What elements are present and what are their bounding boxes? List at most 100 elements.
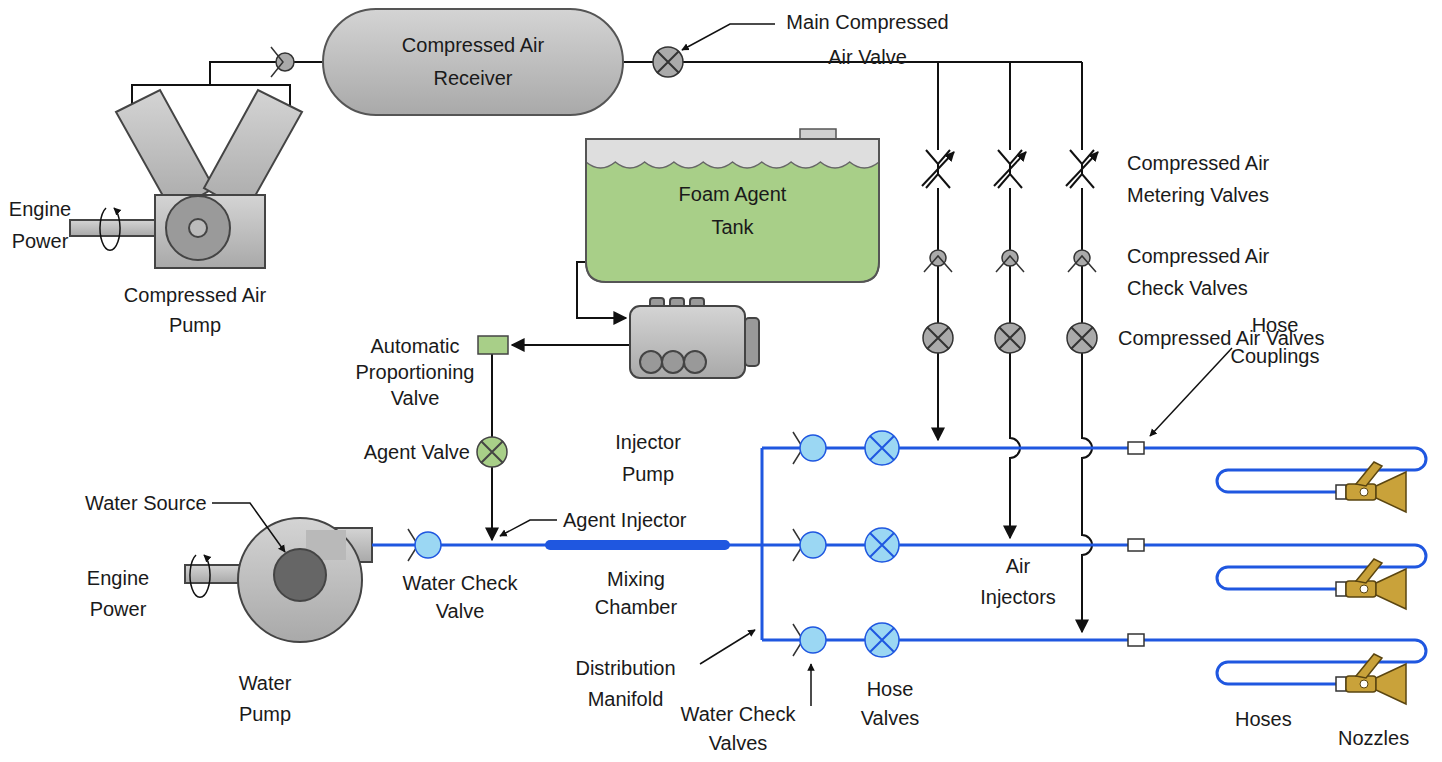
part-label: Injector Pump xyxy=(598,426,698,490)
hose xyxy=(1128,442,1426,512)
metering-valve xyxy=(922,150,954,188)
water-check-valve xyxy=(793,529,826,561)
air-pump xyxy=(189,219,207,237)
part-label: Hose Couplings xyxy=(1215,310,1335,372)
water-check-valve xyxy=(415,532,441,558)
leader-line xyxy=(1150,348,1232,436)
water-pump xyxy=(190,555,210,597)
injector-pump xyxy=(684,351,706,373)
injector-pump xyxy=(630,298,759,378)
leader-line xyxy=(500,520,557,536)
metering-valve xyxy=(1066,150,1098,188)
part-label: Water Pump xyxy=(220,668,310,730)
air-pump xyxy=(155,195,265,268)
gate-valve xyxy=(653,47,683,77)
air-valve xyxy=(923,323,953,353)
air-pump xyxy=(70,90,302,268)
metering-valve xyxy=(994,150,1026,188)
leader-line xyxy=(682,24,775,50)
agent-pipe xyxy=(492,262,630,540)
part-label: Compressed Air Metering Valves xyxy=(1127,147,1297,211)
tank-label: Foam Agent Tank xyxy=(668,178,798,244)
part-label: Water Source xyxy=(85,489,215,517)
air-pipe xyxy=(210,62,322,85)
hose-valve xyxy=(870,436,894,460)
check-valve xyxy=(271,47,283,77)
water-pump xyxy=(274,549,326,601)
part-label: Agent Injector xyxy=(563,506,703,534)
air-pump xyxy=(166,196,230,260)
water-check-valve xyxy=(408,432,826,656)
part-label: Nozzles xyxy=(1338,724,1428,752)
part-label: Compressed Air Check Valves xyxy=(1127,240,1297,304)
part-label: Water Check Valves xyxy=(668,700,808,758)
air-pipe xyxy=(1010,62,1020,538)
part-label: Distribution Manifold xyxy=(558,653,693,715)
water-line xyxy=(372,448,1128,640)
check-valve xyxy=(271,47,294,77)
tank-outline xyxy=(586,139,879,282)
hose xyxy=(1128,442,1426,704)
agent-valve xyxy=(477,437,507,467)
hose xyxy=(1356,462,1382,486)
agent-pipe xyxy=(491,467,493,540)
injector-pump xyxy=(662,351,684,373)
air-check-valve xyxy=(930,250,946,266)
leader-line xyxy=(212,503,285,552)
air-valve xyxy=(923,323,1097,353)
air-check-valve xyxy=(1068,250,1096,272)
hose xyxy=(1336,485,1346,499)
water-check-valve xyxy=(793,432,826,464)
gate-valve xyxy=(653,47,683,77)
air-receiver-tank: Compressed Air Receiver xyxy=(322,8,624,116)
water-check-valve xyxy=(408,529,441,561)
hose-valve xyxy=(865,431,899,657)
leader-line xyxy=(700,630,755,664)
air-valve xyxy=(995,323,1025,353)
foam-liquid xyxy=(586,162,879,282)
tank-outline xyxy=(323,9,623,115)
hose-valve xyxy=(865,431,899,465)
agent-pipe xyxy=(491,354,493,437)
water-check-valve xyxy=(793,624,826,656)
air-valve xyxy=(1067,323,1097,353)
proportioning-valve xyxy=(478,336,508,354)
air-valve xyxy=(923,323,953,353)
air-pump xyxy=(100,208,120,250)
air-valve xyxy=(927,327,949,349)
foam-agent-tank-shape xyxy=(585,138,880,283)
tank-cap xyxy=(800,129,836,139)
water-pump xyxy=(185,518,372,642)
air-check-valve xyxy=(996,250,1024,272)
mixing-chamber xyxy=(545,540,730,550)
tank-outline xyxy=(586,139,879,282)
hose xyxy=(1360,488,1368,496)
agent-pipe xyxy=(512,344,630,346)
part-label: Agent Valve xyxy=(350,438,470,466)
hose-valve xyxy=(865,623,899,657)
metering-valve xyxy=(922,152,954,186)
gate-valve xyxy=(657,51,679,73)
part-label: Engine Power xyxy=(0,193,80,257)
part-label: Automatic Proportioning Valve xyxy=(350,333,480,411)
foam-agent-tank: Foam Agent Tank xyxy=(585,138,880,283)
agent-valve xyxy=(481,441,503,463)
air-pump xyxy=(204,90,302,212)
hose xyxy=(1128,634,1426,704)
hose-valve xyxy=(865,528,899,562)
injector-pump xyxy=(630,306,745,378)
part-label: Mixing Chamber xyxy=(586,565,686,621)
part-label: Main Compressed Air Valve xyxy=(780,5,955,75)
part-label: Hose Valves xyxy=(845,675,935,733)
hose xyxy=(1376,472,1406,512)
hose xyxy=(1346,484,1376,500)
part-label: Engine Power xyxy=(78,563,158,625)
tank-label: Compressed Air Receiver xyxy=(398,29,548,95)
air-check-valve xyxy=(924,256,952,272)
metering-valve xyxy=(922,150,1098,188)
leader-line xyxy=(810,664,812,706)
part-label: Hoses xyxy=(1235,705,1315,733)
air-pump xyxy=(116,90,214,212)
agent-valve xyxy=(477,437,507,467)
